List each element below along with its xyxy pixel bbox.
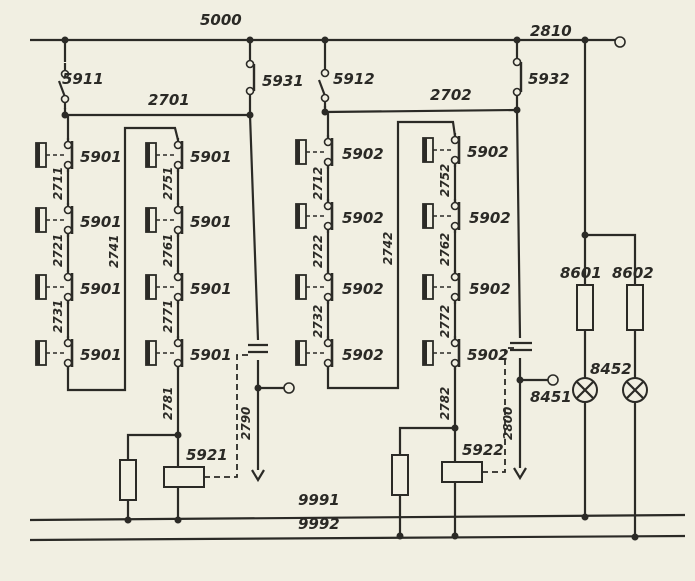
contact-label: 5902 (469, 280, 511, 298)
wire-2810-label: 2810 (530, 22, 572, 40)
switch-5932-label: 5932 (528, 70, 570, 88)
contact-5902[interactable] (421, 268, 461, 306)
contact-5902[interactable] (294, 197, 334, 235)
contact-label: 5902 (342, 209, 384, 227)
contact-label: 5902 (342, 346, 384, 364)
contact-label: 5902 (467, 143, 509, 161)
contact-label: 5902 (342, 280, 384, 298)
contact-label: 5901 (80, 280, 122, 298)
switch-5931-label: 5931 (262, 72, 304, 90)
wire-label: 2712 (311, 167, 325, 200)
wire-label: 2800 (501, 407, 515, 440)
contact-label: 5901 (80, 213, 122, 231)
resistor-8601 (576, 284, 594, 331)
bus-terminal[interactable] (614, 36, 626, 48)
resistor-8602 (626, 284, 644, 331)
contact-label: 5902 (467, 346, 509, 364)
bus-9991-label: 9991 (298, 491, 340, 509)
terminal-8451[interactable] (547, 374, 559, 386)
lamp-8452-label: 8452 (590, 360, 632, 378)
relay-5922-label: 5922 (462, 441, 504, 459)
wire-label: 2711 (51, 167, 65, 200)
contact-5901[interactable] (34, 334, 74, 372)
switch-5911-label: 5911 (62, 70, 104, 88)
switch-5912[interactable] (317, 60, 330, 110)
wire-label: 2771 (161, 300, 175, 333)
resistor-8602-label: 8602 (612, 264, 654, 282)
wire-label: 2761 (161, 234, 175, 267)
lamp-8451-label: 8451 (530, 388, 572, 406)
contact-label: 5901 (190, 280, 232, 298)
contact-5902[interactable] (421, 131, 461, 169)
wire-2702-label: 2702 (430, 86, 472, 104)
left-section: 5911 2701 5901 5901 5901 5901 5901 5901 … (34, 36, 250, 524)
contact-5902[interactable] (294, 334, 334, 372)
wire-label: 2762 (438, 233, 452, 266)
wire-label: 2741 (107, 235, 121, 268)
bus-9992 (29, 534, 686, 542)
right-section: 5912 2702 5902 5902 5902 5902 5902 5902 … (294, 36, 518, 540)
switch-5931-branch: 5931 2790 (239, 36, 304, 483)
contact-5901[interactable] (144, 334, 184, 372)
contact-label: 5901 (190, 148, 232, 166)
switch-5912-label: 5912 (333, 70, 375, 88)
contact-label: 5901 (80, 148, 122, 166)
contact-5901[interactable] (144, 201, 184, 239)
bus-5000-label: 5000 (200, 11, 242, 29)
lamp-8451-icon (572, 377, 598, 403)
wire-label: 2731 (51, 300, 65, 333)
wire-label: 2782 (438, 387, 452, 420)
contact-label: 5901 (80, 346, 122, 364)
bus-9992-label: 9992 (298, 515, 340, 533)
wire-label: 2752 (438, 164, 452, 197)
wire-label: 2781 (161, 387, 175, 420)
contact-label: 5902 (342, 145, 384, 163)
wire-label: 2790 (239, 407, 253, 440)
contact-label: 5901 (190, 346, 232, 364)
lamp-8452-icon (622, 377, 648, 403)
contact-5902[interactable] (421, 334, 461, 372)
lamp-section: 8601 8602 8451 8452 (530, 36, 654, 541)
relay-5922-coil (441, 461, 483, 483)
wire-label: 2732 (311, 305, 325, 338)
relay-5921-coil (163, 466, 205, 488)
contact-5902[interactable] (294, 268, 334, 306)
wire-label: 2742 (381, 232, 395, 265)
contact-5901[interactable] (34, 201, 74, 239)
contact-5901[interactable] (34, 268, 74, 306)
switch-5932-branch: 5932 2800 (501, 36, 570, 481)
contact-5901[interactable] (144, 268, 184, 306)
wire-label: 2751 (161, 167, 175, 200)
wire-2701-label: 2701 (148, 91, 190, 109)
contact-5902[interactable] (421, 197, 461, 235)
terminal[interactable] (283, 382, 295, 394)
wire-label: 2772 (438, 305, 452, 338)
resistor (391, 454, 409, 496)
contact-label: 5901 (190, 213, 232, 231)
wire-label: 2722 (311, 235, 325, 268)
resistor-8601-label: 8601 (560, 264, 602, 282)
wire-label: 2721 (51, 234, 65, 267)
bus-9991 (29, 513, 686, 522)
contact-label: 5902 (469, 209, 511, 227)
contact-5902[interactable] (294, 133, 334, 171)
resistor (119, 459, 137, 501)
relay-5921-label: 5921 (186, 446, 228, 464)
